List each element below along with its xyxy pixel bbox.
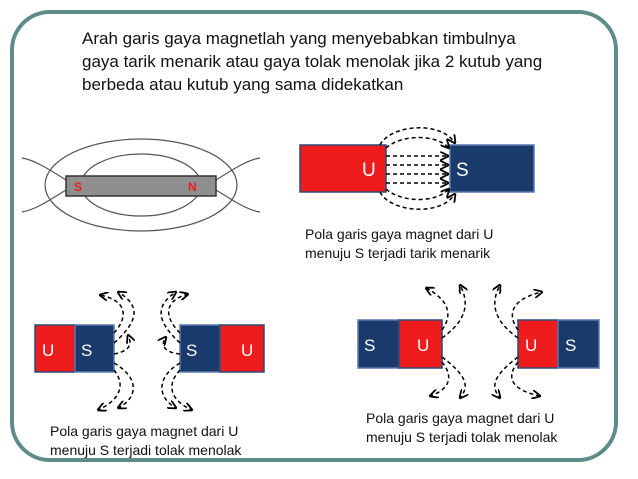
attract-right-pole: S — [456, 160, 469, 181]
repel-left-field-lines — [98, 292, 192, 410]
heading-line-3: berbeda atau kutub yang sama didekatkan — [82, 75, 404, 94]
repel-left-a-pole-2: S — [81, 341, 92, 360]
repel-left-caption-line-1: Pola garis gaya magnet dari U — [50, 423, 239, 439]
repel-left-magnets: U S S U — [34, 324, 265, 373]
repel-right-field-lines — [426, 285, 542, 398]
repel-left-b-pole-2: U — [241, 341, 253, 360]
attract-left-pole: U — [362, 160, 376, 181]
attract-magnets: U S — [299, 144, 535, 193]
attract-field-lines — [379, 127, 455, 210]
repel-right-a-pole-2: U — [417, 336, 429, 355]
bar-south-label: S — [74, 180, 82, 194]
repel-right-magnets: S U U S — [357, 319, 600, 369]
repel-left-caption: Pola garis gaya magnet dari U menuju S t… — [50, 422, 241, 460]
heading-line-1: Arah garis gaya magnetlah yang menyebabk… — [82, 29, 516, 48]
attract-caption-line-1: Pola garis gaya magnet dari U — [305, 226, 494, 242]
heading-text: Arah garis gaya magnetlah yang menyebabk… — [82, 27, 582, 96]
repel-left-b-pole-1: S — [186, 341, 197, 360]
attract-caption-line-2: menuju S terjadi tarik menarik — [305, 245, 491, 261]
repel-left-caption-line-2: menuju S terjadi tolak menolak — [50, 442, 242, 458]
repel-right-a-pole-1: S — [364, 336, 375, 355]
attract-caption: Pola garis gaya magnet dari U menuju S t… — [305, 225, 493, 263]
heading-line-2: gaya tarik menarik atau gaya tolak menol… — [82, 52, 543, 71]
repel-right-b-pole-2: S — [565, 336, 576, 355]
repel-right-caption-line-2: menuju S terjadi tolak menolak — [366, 429, 558, 445]
bar-north-label: N — [188, 180, 197, 194]
repel-right-caption: Pola garis gaya magnet dari U menuju S t… — [366, 409, 557, 447]
repel-right-caption-line-1: Pola garis gaya magnet dari U — [366, 410, 555, 426]
repel-right-b-pole-1: U — [525, 336, 537, 355]
repel-left-a-pole-1: U — [42, 341, 54, 360]
rounded-frame — [10, 10, 618, 462]
bar-magnet: S N — [65, 175, 217, 197]
